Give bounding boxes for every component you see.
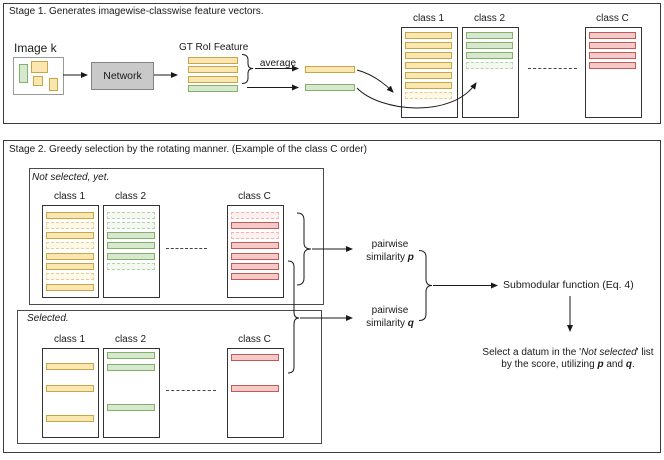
not_selected-feature-bar-solid xyxy=(230,273,279,281)
selected-label: Selected. xyxy=(27,312,69,324)
averaged-green-bar xyxy=(305,84,355,91)
stage1-column-label: class 2 xyxy=(473,12,506,24)
gt-feature-bar xyxy=(188,75,238,83)
stage1-feature-bar-solid xyxy=(405,61,452,69)
not_selected-feature-bar-solid xyxy=(45,232,94,240)
image-object-green xyxy=(19,64,28,83)
not_selected-feature-bar-solid xyxy=(106,232,155,240)
gt-roi-feature-label: GT RoI Feature xyxy=(179,42,249,53)
stage1-feature-bar-solid xyxy=(405,71,452,79)
network-label: Network xyxy=(103,70,142,82)
not_selected-column-box xyxy=(42,205,99,298)
curve-green-to-class2 xyxy=(356,82,477,109)
ellipsis-not-selected xyxy=(166,247,207,249)
stage1-column-label: class C xyxy=(596,12,629,24)
ellipsis-selected xyxy=(166,389,216,391)
selected-feature-bar-solid xyxy=(106,351,155,359)
stage1-feature-bar-solid xyxy=(405,82,452,89)
not_selected-feature-bar-solid xyxy=(106,242,155,250)
selected-feature-bar-solid xyxy=(45,385,94,392)
selected-feature-bar-solid xyxy=(230,384,279,392)
not_selected-column-label: class 2 xyxy=(114,190,147,202)
not_selected-feature-bar-dashed xyxy=(106,221,155,229)
select-datum-note: Select a datum in the 'Not selected' lis… xyxy=(482,346,654,371)
selected-feature-bar-solid xyxy=(45,363,94,370)
stage1-feature-bar-solid xyxy=(466,51,513,59)
not_selected-feature-bar-solid xyxy=(45,263,94,270)
not_selected-feature-bar-dashed xyxy=(230,232,279,240)
stage1-feature-bar-dashed xyxy=(466,61,513,69)
p-symbol: p xyxy=(407,251,414,263)
stage1-column-label: class 1 xyxy=(412,12,445,24)
stage2-title: Stage 2. Greedy selection by the rotatin… xyxy=(9,143,367,155)
pairwise-similarity-p-label: pairwise similarity p xyxy=(366,239,414,263)
not_selected-feature-bar-dashed xyxy=(45,221,94,229)
not_selected-column-label: class C xyxy=(238,190,271,202)
not_selected-feature-bar-solid xyxy=(45,252,94,260)
not_selected-feature-bar-dashed xyxy=(45,242,94,250)
stage1-feature-bar-solid xyxy=(589,61,636,69)
stage1-feature-bar-solid xyxy=(405,31,452,39)
selected-column-label: class 1 xyxy=(53,333,86,345)
image-k-label: Image k xyxy=(14,41,57,55)
not-selected-label: Not selected, yet. xyxy=(32,171,110,183)
stage1-feature-bar-solid xyxy=(589,31,636,39)
network-box: Network xyxy=(91,62,154,90)
averaged-yellow-bar xyxy=(305,66,355,73)
not_selected-column-box xyxy=(227,205,284,298)
selected-feature-bar-solid xyxy=(106,403,155,411)
bracket-pairwise-q xyxy=(287,260,300,374)
brace-pairwise-p xyxy=(296,212,312,286)
selected-column-label: class 2 xyxy=(114,333,147,345)
not_selected-column-label: class 1 xyxy=(53,190,86,202)
gt-feature-bar xyxy=(188,57,238,64)
selected-feature-bar-solid xyxy=(230,353,279,361)
selected-column-box xyxy=(103,348,160,438)
brace-gt-average xyxy=(241,54,254,84)
pairwise-similarity-q-label: pairwise similarity q xyxy=(366,305,414,329)
stage1-feature-bar-solid xyxy=(405,51,452,59)
gt-feature-bar-green xyxy=(188,85,238,93)
stage1-feature-bar-dashed xyxy=(405,92,452,100)
brace-p-and-q xyxy=(418,250,433,321)
not_selected-feature-bar-dashed xyxy=(106,211,155,219)
selected-column-box xyxy=(227,348,284,438)
submodular-function-label: Submodular function (Eq. 4) xyxy=(503,279,634,291)
selected-column-label: class C xyxy=(238,333,271,345)
not_selected-feature-bar-dashed xyxy=(45,273,94,281)
image-object-yellow-1 xyxy=(31,61,48,73)
not_selected-column-box xyxy=(103,205,160,298)
not_selected-feature-bar-solid xyxy=(106,252,155,260)
image-k-thumbnail xyxy=(13,57,64,95)
stage1-feature-bar-solid xyxy=(589,51,636,59)
not_selected-feature-bar-dashed xyxy=(106,263,155,270)
stage1-feature-bar-solid xyxy=(466,31,513,39)
image-object-yellow-3 xyxy=(49,78,58,91)
selected-feature-bar-solid xyxy=(45,415,94,422)
gt-feature-bar xyxy=(188,66,238,74)
not_selected-feature-bar-solid xyxy=(45,211,94,219)
not_selected-feature-bar-dashed xyxy=(230,211,279,219)
stage1-title: Stage 1. Generates imagewise-classwise f… xyxy=(9,6,264,17)
stage1-feature-bar-solid xyxy=(466,41,513,49)
image-object-yellow-2 xyxy=(33,76,43,86)
not_selected-feature-bar-solid xyxy=(230,221,279,229)
stage1-feature-bar-solid xyxy=(589,41,636,49)
q-symbol: q xyxy=(407,317,414,329)
not_selected-feature-bar-solid xyxy=(45,283,94,291)
curve-yellow-to-class1 xyxy=(356,69,394,93)
selected-feature-bar-solid xyxy=(106,363,155,371)
not_selected-feature-bar-solid xyxy=(230,242,279,250)
ellipsis-stage1 xyxy=(528,68,577,69)
not_selected-feature-bar-solid xyxy=(230,252,279,260)
not_selected-feature-bar-solid xyxy=(230,263,279,270)
stage1-feature-bar-solid xyxy=(405,41,452,49)
average-label: average xyxy=(259,57,297,69)
